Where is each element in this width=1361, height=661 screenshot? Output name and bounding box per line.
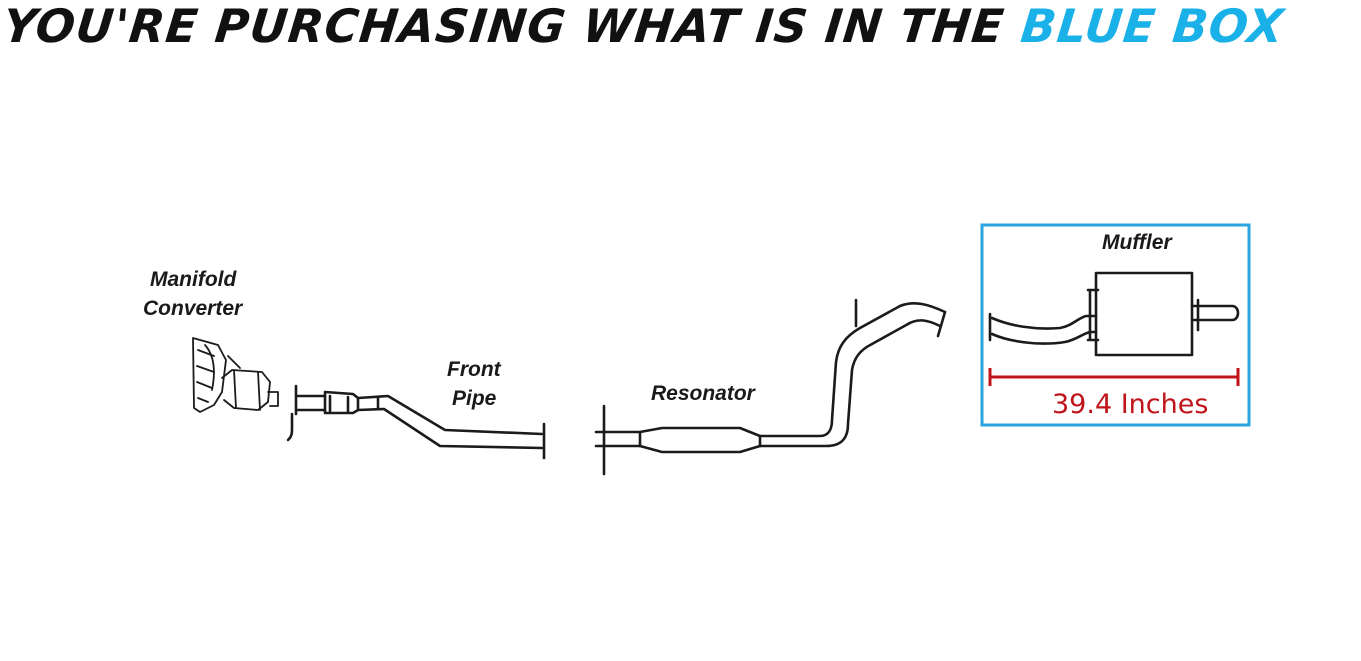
front-pipe-drawing — [286, 384, 546, 460]
dimension-label: 39.4 Inches — [1052, 389, 1208, 420]
front-pipe-label-line2: Pipe — [452, 387, 497, 410]
manifold-label-line2: Converter — [143, 297, 244, 320]
muffler-label: Muffler — [1102, 231, 1173, 254]
manifold-label-line1: Manifold — [150, 268, 237, 291]
selection-box — [980, 223, 1251, 427]
manifold-converter-illustration — [192, 337, 279, 413]
dimension-line — [988, 368, 1240, 386]
muffler-drawing — [988, 271, 1240, 357]
resonator-label: Resonator — [651, 382, 757, 405]
front-pipe-label-line1: Front — [447, 358, 502, 381]
resonator-pipe-drawing — [594, 298, 947, 476]
